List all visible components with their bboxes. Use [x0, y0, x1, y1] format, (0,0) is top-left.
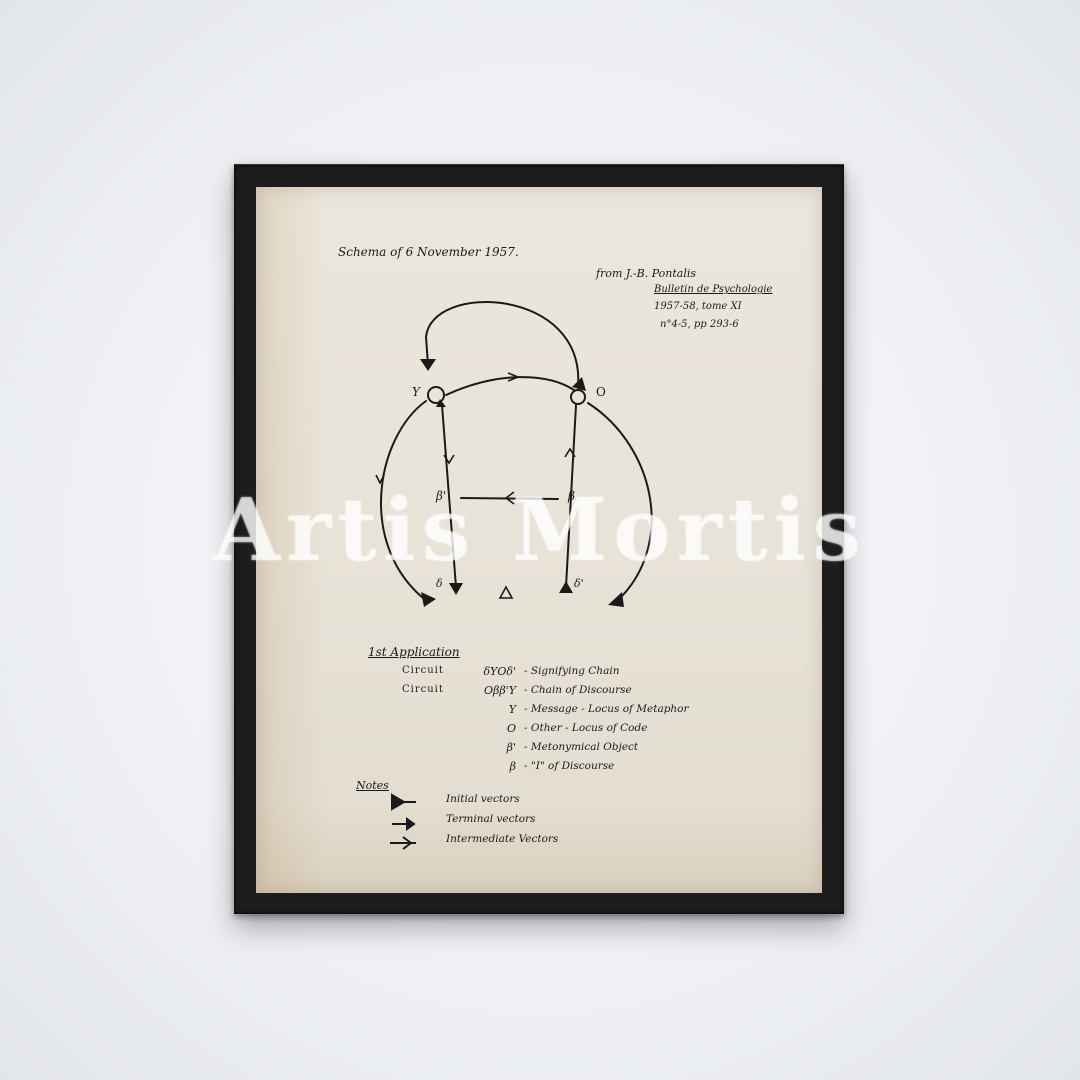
application-row-term: O — [506, 722, 516, 735]
source-line-4: n°4-5, pp 293-6 — [660, 319, 739, 330]
arrow-right-vertical-start — [559, 581, 573, 593]
left-vertical — [441, 404, 457, 588]
top-loop-curve — [424, 301, 580, 388]
arrow-y-o-mid — [507, 372, 521, 382]
label-delta-prime: δ' — [574, 577, 584, 590]
arrow-left-bottom — [421, 592, 436, 607]
schema-diagram — [375, 301, 653, 607]
application-row-description: - "I" of Discourse — [524, 760, 615, 772]
right-outer-arc — [587, 402, 653, 603]
arrow-left-vertical-mid — [443, 454, 455, 465]
node-o-circle — [570, 389, 586, 405]
beta-horizontal — [460, 497, 559, 500]
left-outer-arc — [380, 400, 429, 603]
application-row-term: β — [509, 760, 516, 773]
arrow-left-vertical-end — [449, 583, 463, 595]
source-line-2: Bulletin de Psychologie — [654, 284, 773, 295]
application-row-term: Y — [508, 703, 516, 716]
arrow-right-bottom — [608, 592, 624, 607]
application-row-description: - Message - Locus of Metaphor — [524, 703, 689, 715]
paper-sheet: Schema of 6 November 1957. from J.-B. Po… — [256, 187, 822, 893]
schema-title: Schema of 6 November 1957. — [338, 245, 519, 259]
application-heading: 1st Application — [368, 645, 460, 659]
arrow-left-arc-mid — [375, 474, 385, 485]
right-vertical — [565, 404, 577, 588]
note-item-label: Terminal vectors — [446, 813, 536, 825]
source-line-1: from J.-B. Pontalis — [596, 267, 697, 280]
application-row-prefix: Circuit — [402, 684, 444, 695]
application-row-description: - Chain of Discourse — [524, 684, 632, 696]
label-beta: β — [568, 489, 575, 503]
notes-heading: Notes — [356, 779, 389, 792]
arrow-top-loop — [420, 359, 436, 371]
application-row-prefix: Circuit — [402, 665, 444, 676]
arrow-y-initial — [436, 399, 446, 407]
application-row-description: - Metonymical Object — [524, 741, 639, 753]
arrow-beta-mid — [504, 491, 515, 505]
label-o: O — [596, 385, 606, 399]
application-row-description: - Other - Locus of Code — [524, 722, 648, 734]
application-row-term: β' — [506, 741, 516, 754]
application-row-term: δYOδ' — [483, 665, 516, 678]
label-beta-prime: β' — [436, 489, 447, 503]
paper-stain — [256, 187, 326, 893]
paper-stain-bottom — [256, 803, 822, 893]
picture-frame: Schema of 6 November 1957. from J.-B. Po… — [234, 164, 844, 914]
arrow-right-vertical-mid — [564, 447, 576, 458]
application-row-description: - Signifying Chain — [524, 665, 620, 677]
node-y-circle — [427, 386, 445, 404]
note-item-label: Initial vectors — [446, 793, 520, 805]
note-item-label: Intermediate Vectors — [446, 833, 559, 845]
label-y: Y — [412, 385, 420, 399]
source-line-3: 1957-58, tome XI — [654, 301, 742, 312]
application-row-term: Oββ'Y — [483, 684, 516, 697]
triangle-mark — [498, 585, 514, 599]
label-delta: δ — [436, 577, 443, 590]
arrow-o-initial — [572, 377, 586, 391]
